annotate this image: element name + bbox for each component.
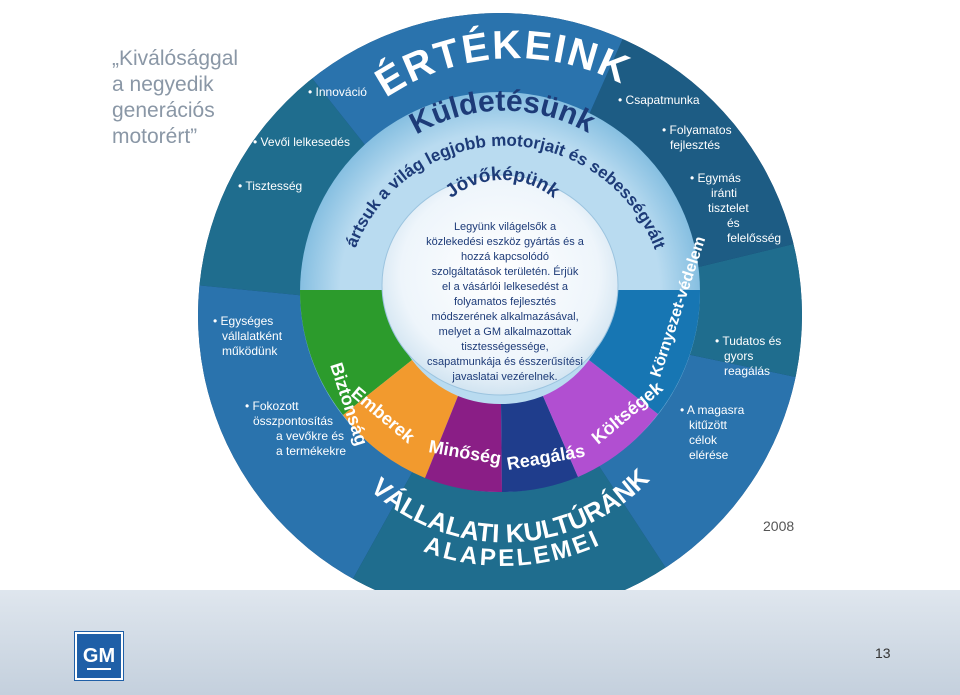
tagline-line: motorért” — [112, 125, 198, 148]
sector-emberek — [343, 360, 458, 478]
tagline: „Kiválósággal a negyedik generációs moto… — [112, 46, 262, 150]
value-folyamatos: • Folyamatos fejlesztés — [662, 123, 735, 152]
vision-line: szolgáltatások területén. Érjük — [432, 265, 579, 278]
vision-line: tisztességessége, — [461, 341, 548, 353]
vision-line: hozzá kapcsolódó — [461, 251, 549, 263]
vision-line: Legyünk világelsők a — [454, 221, 557, 233]
tagline-line: a negyedik — [112, 73, 214, 96]
vision-line: folyamatos fejlesztés — [454, 296, 557, 308]
gm-logo: GM — [75, 632, 123, 680]
year-label: 2008 — [763, 518, 795, 534]
vision-line: el a vásárlói lelkesedést a — [442, 281, 569, 293]
vision-line: módszerének alkalmazásával, — [431, 311, 578, 323]
footer-bar — [0, 590, 960, 695]
vision-line: melyet a GM alkalmazottak — [439, 326, 572, 338]
sector-ring — [299, 290, 701, 493]
value-innovacio: • Innováció — [308, 85, 367, 99]
tagline-line: „Kiválósággal — [112, 47, 239, 70]
vision-text: Legyünk világelsők a közlekedési eszköz … — [426, 221, 585, 383]
vision-line: közlekedési eszköz gyártás és a — [426, 236, 585, 248]
sector-reagalas — [501, 396, 578, 492]
vision-line: csapatmunkája és ésszerűsítési — [427, 356, 583, 368]
value-vevoi: • Vevői lelkesedés — [253, 135, 350, 149]
value-tudatos: • Tudatos és gyors reagálás — [715, 334, 785, 378]
values-wheel: ÉRTÉKEINK Küldetésünk Gyártsuk a világ l… — [0, 0, 802, 590]
vision-circle — [381, 174, 619, 396]
sector-koltsegek — [543, 360, 658, 477]
tagline-line: generációs — [112, 99, 215, 122]
vision-line: javaslatai vezérelnek. — [451, 371, 557, 383]
sector-kornyezet — [589, 290, 701, 414]
value-csapatmunka: • Csapatmunka — [618, 93, 700, 107]
value-egyseges: • Egységes vállalatként működünk — [213, 314, 285, 358]
sector-biztonsag — [299, 290, 412, 415]
value-tisztesseg: • Tisztesség — [238, 179, 302, 193]
page-number: 13 — [875, 645, 891, 661]
sector-minoseg — [425, 396, 502, 493]
